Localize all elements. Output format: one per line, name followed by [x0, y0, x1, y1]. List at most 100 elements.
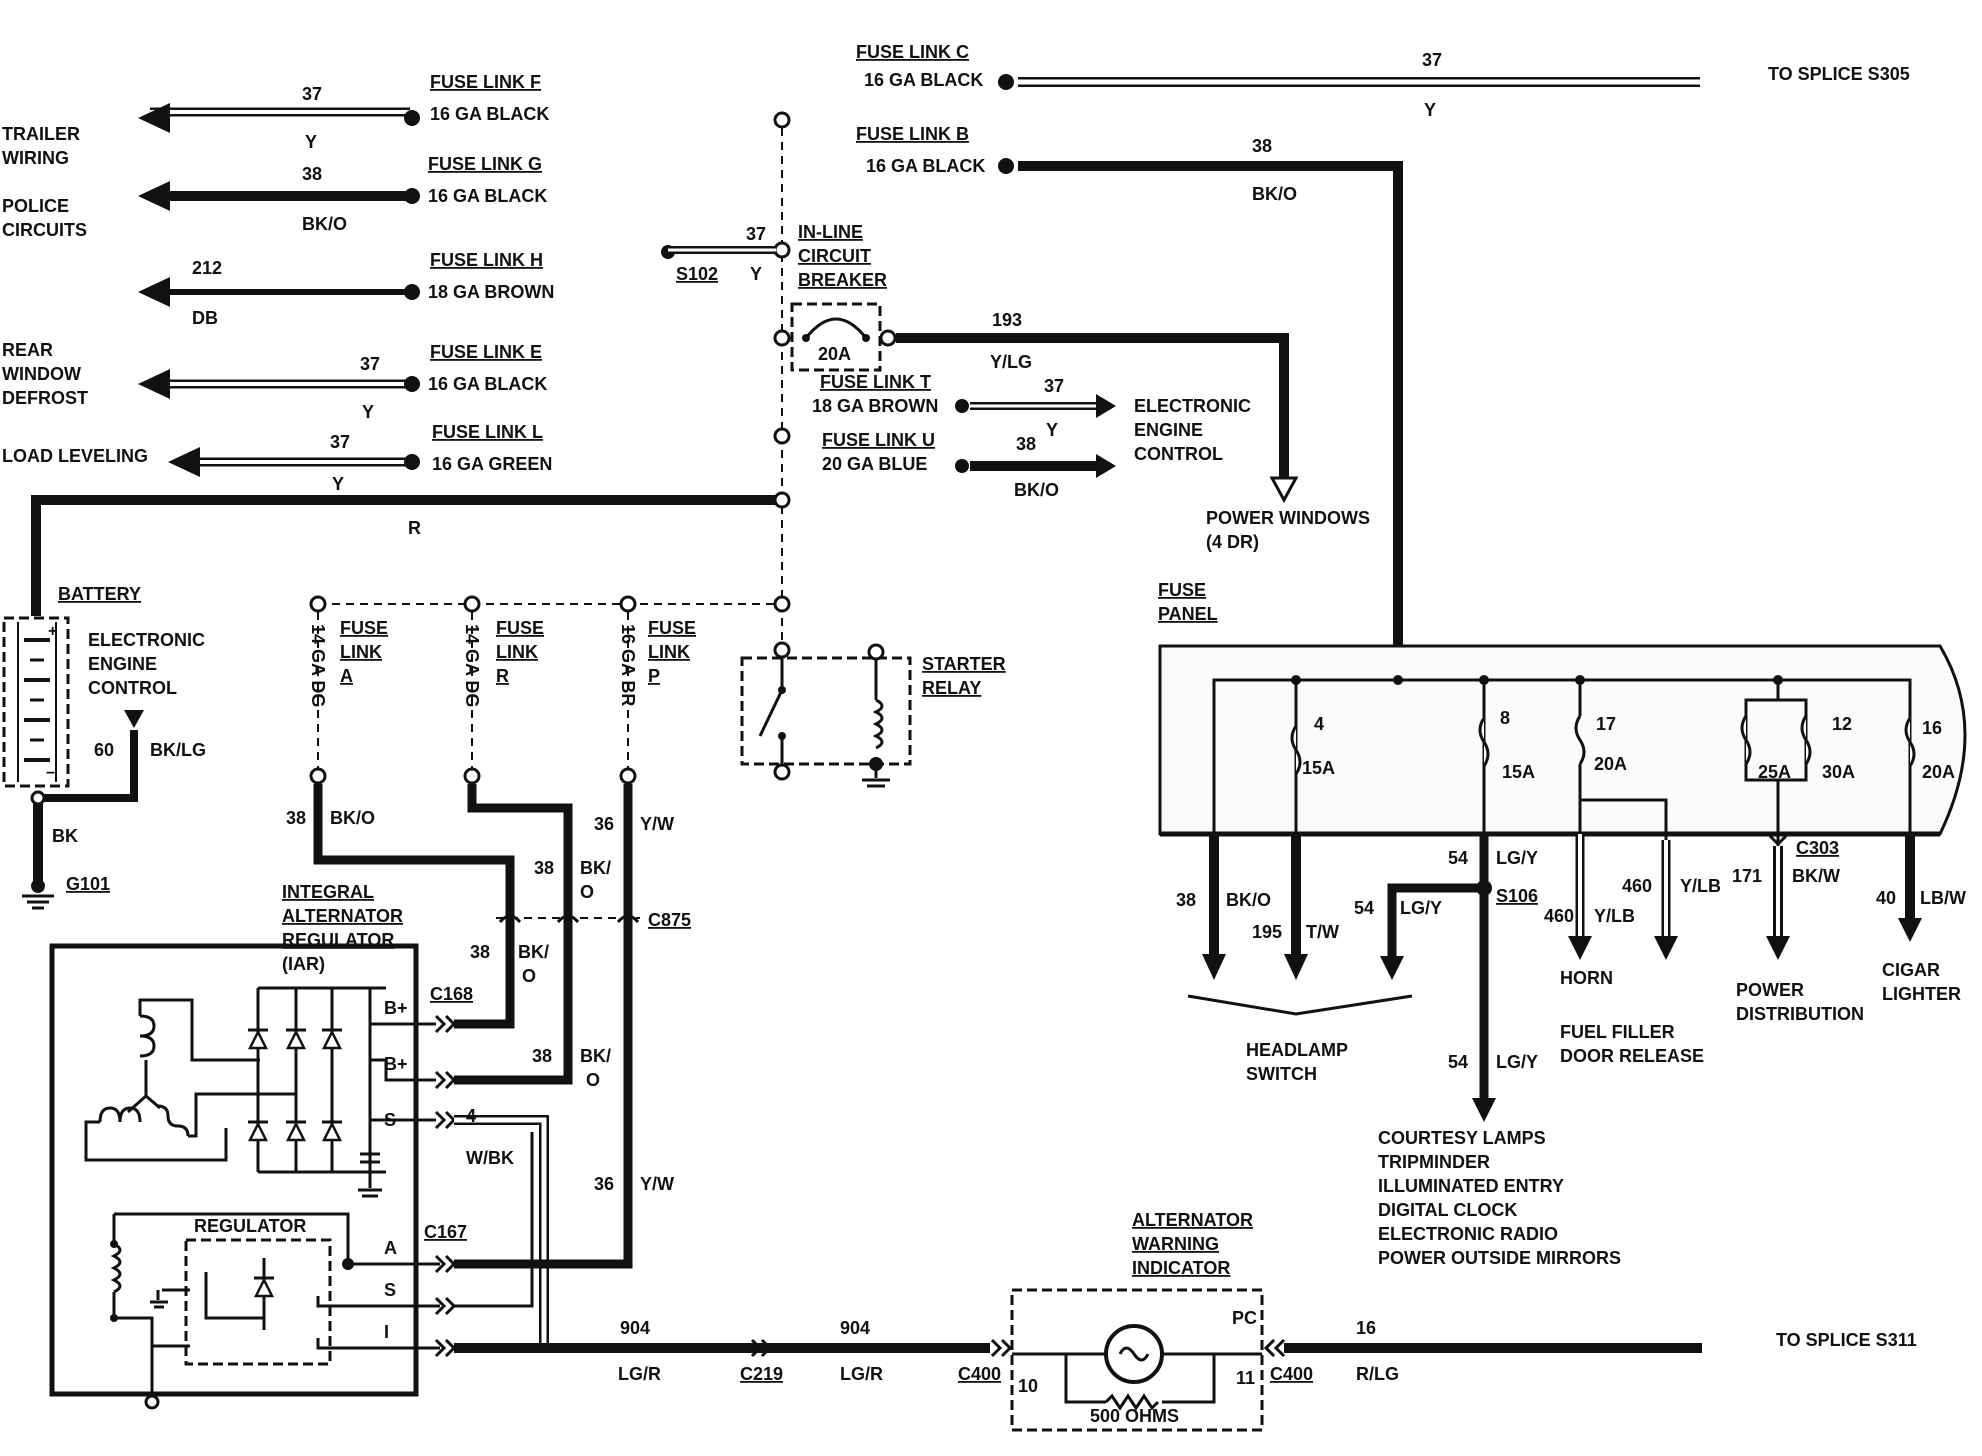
warning-pc: PC	[1232, 1308, 1257, 1328]
fuse-link-f-color: Y	[305, 132, 317, 152]
rear-window-defrost-line3: DEFROST	[2, 388, 88, 408]
battery-label: BATTERY	[58, 584, 141, 604]
eec-line1: ELECTRONIC	[1134, 396, 1251, 416]
connector-c219: C219	[740, 1364, 783, 1384]
fuse-link-b-gauge: 16 GA BLACK	[866, 156, 985, 176]
ground-g101: G101	[66, 874, 110, 894]
iar-w38a-color: BK/O	[330, 808, 375, 828]
power-dist-line1: POWER	[1736, 980, 1804, 1000]
fuse-link-g-gauge: 16 GA BLACK	[428, 186, 547, 206]
fuse-link-t-circuit: 37	[1044, 376, 1064, 396]
iar-regulator-label: REGULATOR	[194, 1216, 306, 1236]
connector-c400b: C400	[1270, 1364, 1313, 1384]
warning-title-1: ALTERNATOR	[1132, 1210, 1253, 1230]
fuse-link-u-color: BK/O	[1014, 480, 1059, 500]
iar-w36a-color: Y/W	[640, 814, 674, 834]
out-w460a: 460	[1544, 906, 1574, 926]
fuse-link-e-label: FUSE LINK E	[430, 342, 542, 362]
connector-c303: C303	[1796, 838, 1839, 858]
fuse-link-h-label: FUSE LINK H	[430, 250, 543, 270]
fuse-link-c-circuit: 37	[1422, 50, 1442, 70]
left-feeds: FUSE LINK F 16 GA BLACK 37 Y FUSE LINK G…	[2, 72, 554, 494]
fuse-link-h-circuit: 212	[192, 258, 222, 278]
out-w171: 171	[1732, 866, 1762, 886]
fuse-16-number: 16	[1922, 718, 1942, 738]
iar-w38d: 38	[532, 1046, 552, 1066]
iar-terminal-i: I	[384, 1322, 389, 1342]
fuse-link-e-color: Y	[362, 402, 374, 422]
fuse-12-number: 12	[1832, 714, 1852, 734]
fuse-link-f-label: FUSE LINK F	[430, 72, 541, 92]
iar-title-2: ALTERNATOR	[282, 906, 403, 926]
fuse-link-t-gauge: 18 GA BROWN	[812, 396, 938, 416]
warning-title-2: WARNING	[1132, 1234, 1219, 1254]
fuse-link-h-gauge: 18 GA BROWN	[428, 282, 554, 302]
fuse-link-g-label: FUSE LINK G	[428, 154, 542, 174]
iar-w38d-c2: O	[586, 1070, 600, 1090]
fuse-17-number: 17	[1596, 714, 1616, 734]
fuse-12-rating-b: 30A	[1822, 762, 1855, 782]
breaker-title-3: BREAKER	[798, 270, 887, 290]
out-w460b: 460	[1622, 876, 1652, 896]
out-w40-color: LB/W	[1920, 888, 1966, 908]
fuse-8-rating: 15A	[1502, 762, 1535, 782]
fuse-link-l-circuit: 37	[330, 432, 350, 452]
power-windows-line2: (4 DR)	[1206, 532, 1259, 552]
feed-fuse-link-f	[138, 103, 420, 133]
breaker-out-color: Y/LG	[990, 352, 1032, 372]
iar-title-4: (IAR)	[282, 954, 325, 974]
fuse-12-rating-a: 25A	[1758, 762, 1791, 782]
courtesy-item-5: POWER OUTSIDE MIRRORS	[1378, 1248, 1621, 1268]
fuse-link-f-gauge: 16 GA BLACK	[430, 104, 549, 124]
feed-fuse-link-h	[138, 277, 420, 307]
out-w54b-color: LG/Y	[1496, 848, 1538, 868]
fuel-filler-line1: FUEL FILLER	[1560, 1022, 1675, 1042]
iar-terminal-a: A	[384, 1238, 397, 1258]
fuse-link-b-label: FUSE LINK B	[856, 124, 969, 144]
breaker-rating: 20A	[818, 344, 851, 364]
alternator-iar: INTEGRAL ALTERNATOR REGULATOR (IAR)	[49, 784, 691, 1410]
iar-w36b-color: Y/W	[640, 1174, 674, 1194]
relay-title-2: RELAY	[922, 678, 981, 698]
fuse-links-arp: 14 GA DG FUSE LINK A 14 GA DG FUSE LINK …	[308, 618, 696, 707]
splice-s311: TO SPLICE S311	[1776, 1330, 1917, 1350]
iar-w4-color: W/BK	[466, 1148, 514, 1168]
cigar-line2: LIGHTER	[1882, 984, 1961, 1004]
fuse-link-b-color: BK/O	[1252, 184, 1297, 204]
out-w54b: 54	[1448, 848, 1468, 868]
fuse-link-a-gauge: 14 GA DG	[308, 624, 328, 707]
fuse-link-u-gauge: 20 GA BLUE	[822, 454, 927, 474]
iar-w4: 4	[466, 1106, 476, 1126]
iar-terminal-b1: B+	[384, 998, 408, 1018]
warning-title-3: INDICATOR	[1132, 1258, 1230, 1278]
eec-line3: CONTROL	[1134, 444, 1223, 464]
center-bus: R	[31, 111, 791, 785]
connector-c400a: C400	[958, 1364, 1001, 1384]
fuse-link-a-w2: LINK	[340, 642, 382, 662]
trailer-wiring-line1: TRAILER	[2, 124, 80, 144]
fuse-16-rating: 20A	[1922, 762, 1955, 782]
breaker-title-1: IN-LINE	[798, 222, 863, 242]
fuse-4-number: 4	[1314, 714, 1324, 734]
fuse-link-a-w3: A	[340, 666, 353, 686]
fuse-link-l-gauge: 16 GA GREEN	[432, 454, 552, 474]
rear-window-defrost-line1: REAR	[2, 340, 53, 360]
fuse-link-r-w1: FUSE	[496, 618, 544, 638]
iar-terminal-s2: S	[384, 1280, 396, 1300]
iar-terminal-s: S	[384, 1110, 396, 1130]
courtesy-item-2: ILLUMINATED ENTRY	[1378, 1176, 1564, 1196]
fuse-panel-title-2: PANEL	[1158, 604, 1218, 624]
power-windows-line1: POWER WINDOWS	[1206, 508, 1370, 528]
fuse-link-u-circuit: 38	[1016, 434, 1036, 454]
out-w54c-color: LG/Y	[1496, 1052, 1538, 1072]
relay-title-1: STARTER	[922, 654, 1006, 674]
fuse-link-u-label: FUSE LINK U	[822, 430, 935, 450]
out-w195-color: T/W	[1306, 922, 1339, 942]
fuse-links-t-u: FUSE LINK T 18 GA BROWN 37 Y FUSE LINK U…	[812, 372, 1251, 500]
fuse-link-b-circuit: 38	[1252, 136, 1272, 156]
out-w40: 40	[1876, 888, 1896, 908]
w16-color: R/LG	[1356, 1364, 1399, 1384]
headlamp-switch-line2: SWITCH	[1246, 1064, 1317, 1084]
courtesy-item-4: ELECTRONIC RADIO	[1378, 1224, 1558, 1244]
fuse-4-rating: 15A	[1302, 758, 1335, 778]
